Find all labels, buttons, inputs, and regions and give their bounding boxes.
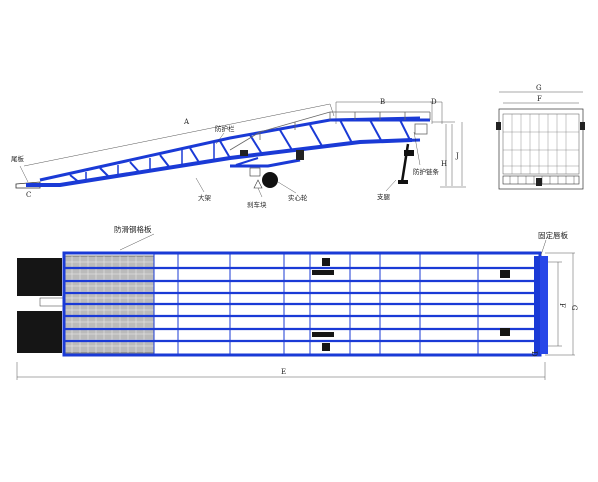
dim-D: D xyxy=(431,98,437,106)
label-support-leg: 支腿 xyxy=(377,192,391,201)
label-guard-chain: 防护链条 xyxy=(413,167,440,176)
top-view: 防滑钢格板 固定唇板 E G F D xyxy=(16,224,578,380)
hand-pump xyxy=(253,179,263,189)
label-fixed-lip: 固定唇板 xyxy=(538,230,568,240)
front-dim-G: G xyxy=(536,84,542,92)
side-view: 尾板 防护栏 大架 刹车块 实心轮 防护链条 支腿 A B C D H J xyxy=(11,98,466,209)
front-view: G F xyxy=(496,84,585,190)
dim-C: C xyxy=(26,191,31,199)
top-dim-G: G xyxy=(570,305,578,311)
dim-H: H xyxy=(441,160,447,168)
dim-A: A xyxy=(183,118,190,126)
dim-J: J xyxy=(455,152,459,160)
label-tail-plate: 尾板 xyxy=(11,154,25,163)
top-dim-E: E xyxy=(281,368,286,376)
undercarriage xyxy=(230,143,414,189)
tail-pad-bottom xyxy=(17,311,62,353)
label-solid-wheel: 实心轮 xyxy=(288,193,308,202)
front-dim-F: F xyxy=(537,95,542,103)
label-hand-pump: 刹车块 xyxy=(247,200,267,209)
guardrail xyxy=(229,111,431,151)
label-anti-skid-plate: 防滑钢格板 xyxy=(114,224,152,234)
tail-pad-top xyxy=(17,258,62,296)
solid-wheel xyxy=(262,172,278,188)
label-frame: 大架 xyxy=(198,193,212,202)
label-guardrail: 防护栏 xyxy=(215,124,235,133)
top-dim-F: F xyxy=(558,303,566,308)
dim-B: B xyxy=(380,98,385,106)
top-dim-D: D xyxy=(530,351,538,357)
support-leg xyxy=(400,143,410,183)
